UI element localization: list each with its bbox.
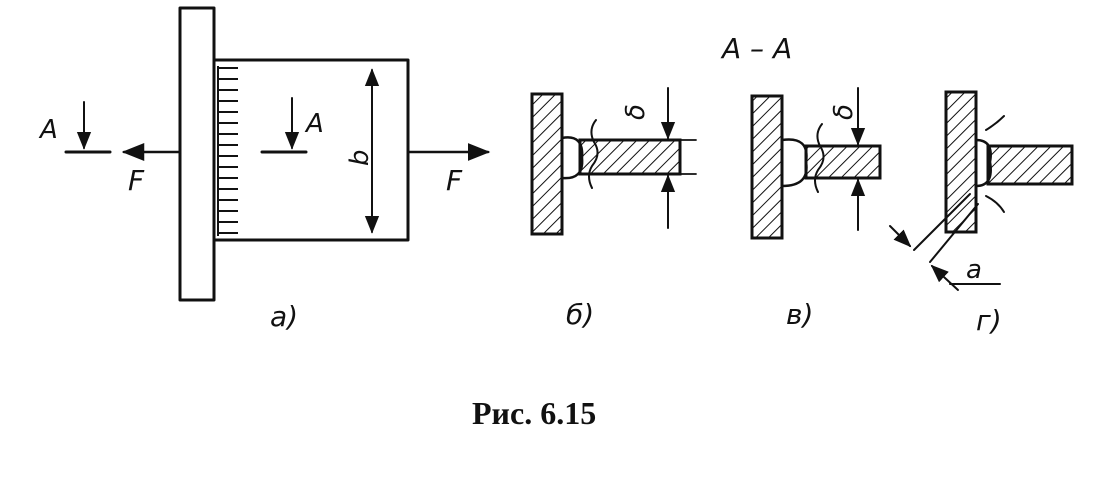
leader-bot-g	[985, 195, 1005, 213]
section-mark-left	[64, 101, 112, 154]
throat-line-b	[929, 203, 979, 263]
base-plate	[178, 6, 216, 302]
weld-bead-v	[780, 138, 808, 188]
subfigure-label-a: а)	[270, 300, 298, 333]
break-line-v	[814, 123, 825, 193]
subfigure-label-g: г)	[976, 304, 1002, 337]
attached-plate	[212, 58, 410, 242]
weld-seam-hatch	[217, 66, 238, 236]
subfigure-b-section: δ б)	[530, 87, 697, 331]
section-mark-mid	[260, 97, 308, 154]
subfigure-label-b: б)	[566, 298, 594, 331]
weld-bead-g	[974, 138, 992, 188]
section-letter-mid: A	[304, 109, 324, 139]
width-label: b	[345, 149, 375, 166]
subfigure-label-v: в)	[786, 298, 813, 331]
section-label: А – А	[720, 32, 792, 65]
throat-dim-arrow2	[930, 264, 959, 291]
wall-plate-v	[750, 94, 784, 240]
figure-caption: Рис. 6.15	[472, 395, 596, 431]
thickness-label-v: δ	[829, 104, 859, 120]
thickness-label-b: δ	[621, 104, 651, 120]
wall-plate-b	[530, 92, 564, 236]
leader-top-g	[985, 115, 1005, 131]
force-label-right: F	[446, 164, 463, 197]
flange-plate-v	[804, 144, 882, 180]
subfigure-v-section: δ в)	[750, 87, 882, 331]
subfigure-a-lap-joint: F F A A b а)	[38, 6, 491, 333]
flange-plate-g	[986, 144, 1074, 186]
throat-line-a	[913, 193, 971, 251]
leg-size-label: a	[966, 255, 982, 285]
subfigure-g-section: a г)	[889, 90, 1074, 337]
section-letter-left: A	[38, 115, 58, 145]
weld-bead-b	[560, 136, 584, 180]
break-line-b	[588, 119, 599, 189]
throat-dim-arrow	[889, 225, 912, 248]
force-label-left: F	[128, 164, 145, 197]
